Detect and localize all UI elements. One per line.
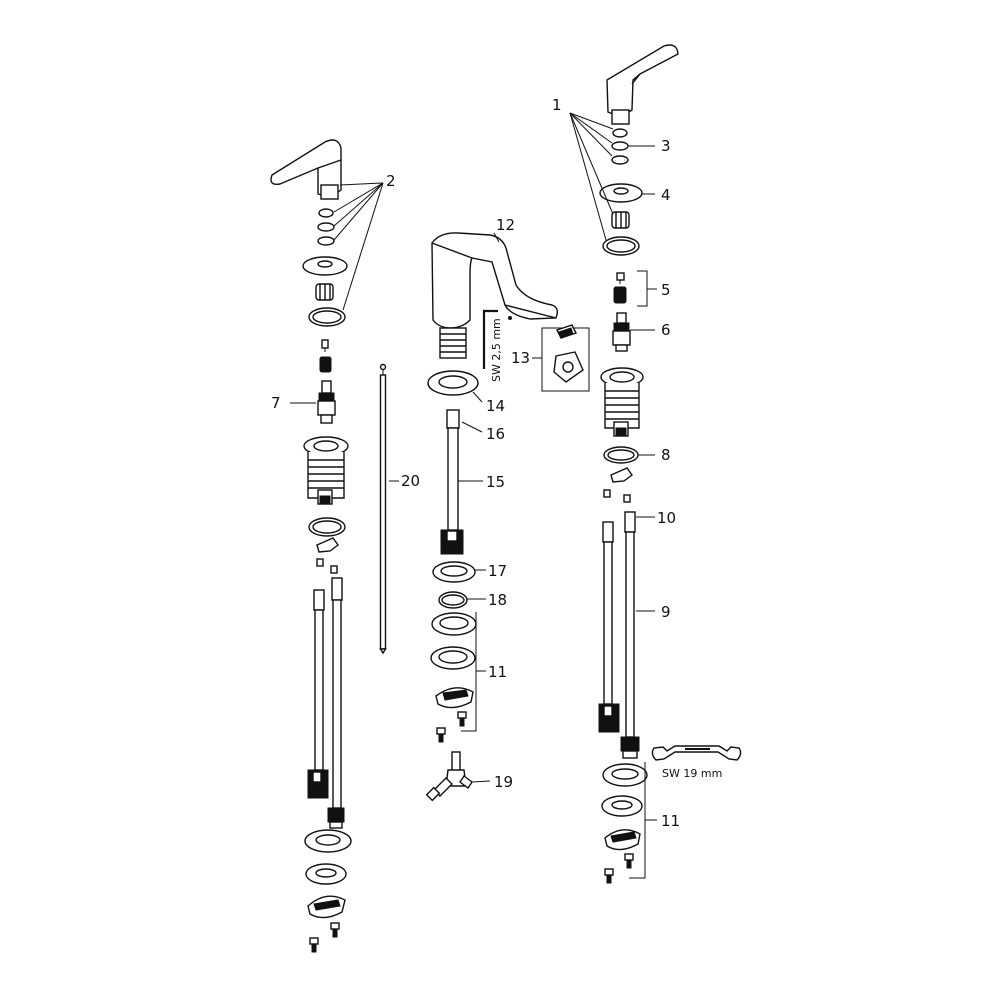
callout-18: 18 [488,591,507,609]
callout-20: 20 [401,472,420,490]
lever-handle-icon [606,44,679,125]
right-handle-assembly [598,44,679,884]
center-spout-assembly [425,232,559,802]
valve-cartridge-icon [612,312,631,352]
hose-icon [327,577,345,829]
hex-key-size-label: SW 2,5 mm [490,318,503,382]
washer-icon [432,561,476,583]
nut-icon [319,356,332,373]
screw-icon [616,272,625,284]
clip-icon [316,537,339,553]
screw-icon [309,937,319,953]
mounting-bracket-icon [435,687,474,709]
gasket-icon [427,370,479,396]
callout-12: 12 [496,216,515,234]
callout-17: 17 [488,562,507,580]
o-ring-icon [611,155,629,165]
o-ring-icon [611,141,629,151]
hose-icon [307,589,329,799]
screw-icon [624,853,634,869]
washer-icon [602,763,648,787]
screw-icon [436,727,446,743]
valve-cartridge-icon [317,380,336,424]
hose-icon [598,521,620,733]
hose-icon [620,511,640,759]
screw-icon [316,558,324,567]
screw-icon [457,711,467,727]
screw-icon [330,922,340,938]
wrench-icon [651,745,742,761]
screw-icon [623,494,631,503]
threaded-body-icon [600,367,644,437]
callout-3: 3 [661,137,671,155]
left-handle-assembly [270,139,352,953]
o-ring-icon [317,236,335,246]
callout-2: 2 [386,172,396,190]
callout-10: 10 [657,509,676,527]
hose-icon [440,409,464,555]
callout-19: 19 [494,773,513,791]
callout-15: 15 [486,473,505,491]
screw-icon [604,868,614,884]
callout-13: 13 [511,349,530,367]
callout-7: 7 [271,394,281,412]
screw-icon [321,339,329,352]
callout-8: 8 [661,446,671,464]
callout-4: 4 [661,186,671,204]
threaded-body-icon [303,436,349,505]
screw-icon [330,565,338,574]
lever-handle-icon [270,139,342,200]
callout-11-center: 11 [488,663,507,681]
wrench-size-label: SW 19 mm [662,767,722,780]
hex-key-icon [482,309,498,369]
washer-icon [305,863,347,885]
callout-6: 6 [661,321,671,339]
leader-lines [290,112,657,879]
rod-icon [379,363,387,655]
mounting-bracket-icon [307,895,346,919]
callout-9: 9 [661,603,671,621]
seal-kit-icon [541,324,590,392]
callout-16: 16 [486,425,505,443]
callout-1: 1 [552,96,562,114]
t-connector-icon [425,751,473,802]
nut-icon [613,286,627,304]
clip-icon [610,467,633,483]
callout-5: 5 [661,281,671,299]
callout-numbers: 1 2 3 4 5 6 7 8 9 10 11 11 12 13 14 15 1… [271,96,680,830]
spout-icon [431,232,559,359]
mounting-bracket-icon [604,829,641,851]
callout-11-right: 11 [661,812,680,830]
washer-icon [601,795,643,817]
callout-14: 14 [486,397,505,415]
o-ring-icon [317,222,335,232]
screw-icon [603,489,611,498]
o-ring-icon [612,128,628,138]
o-ring-icon [318,208,334,218]
washer-icon [304,829,352,853]
